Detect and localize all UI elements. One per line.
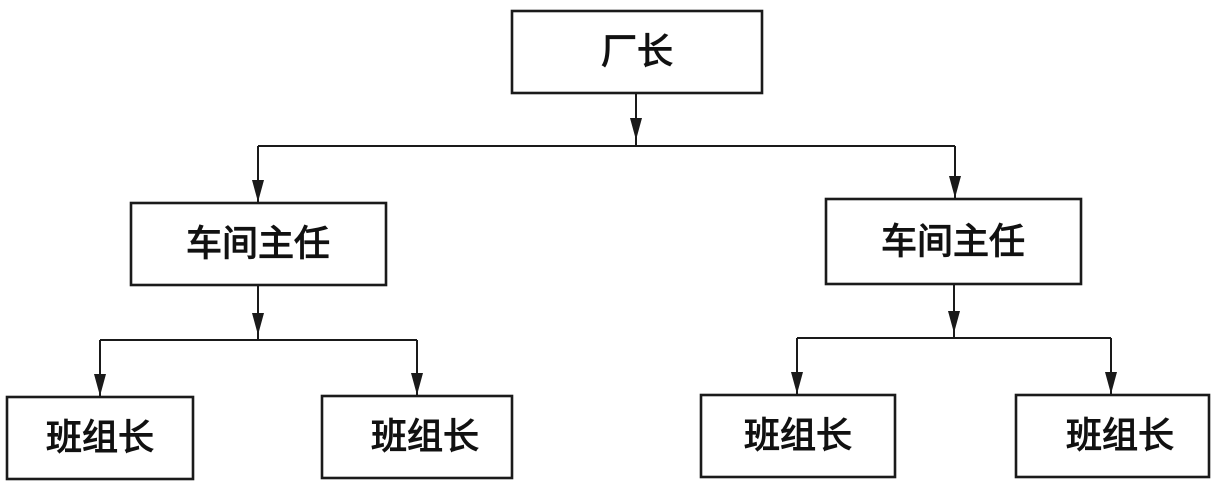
node-label: 班组长 — [1066, 416, 1174, 457]
node-factory-director: 厂长 — [510, 9, 764, 95]
node-label: 车间主任 — [186, 224, 330, 265]
node-label: 班组长 — [46, 418, 154, 459]
node-label: 厂长 — [601, 32, 673, 73]
connector-workshop-2-to-teams — [791, 284, 1117, 394]
node-label: 车间主任 — [881, 222, 1025, 263]
connector-workshop-1-to-teams — [94, 285, 423, 396]
node-team-leader-4: 班组长 — [1014, 393, 1211, 479]
node-team-leader-2: 班组长 — [320, 394, 514, 480]
node-label: 班组长 — [744, 416, 852, 457]
node-team-leader-1: 班组长 — [5, 395, 195, 481]
node-label: 班组长 — [371, 417, 479, 458]
connector-root-to-workshops — [252, 93, 961, 202]
node-workshop-director-1: 车间主任 — [129, 201, 388, 287]
node-team-leader-3: 班组长 — [699, 393, 897, 479]
node-workshop-director-2: 车间主任 — [824, 197, 1083, 286]
